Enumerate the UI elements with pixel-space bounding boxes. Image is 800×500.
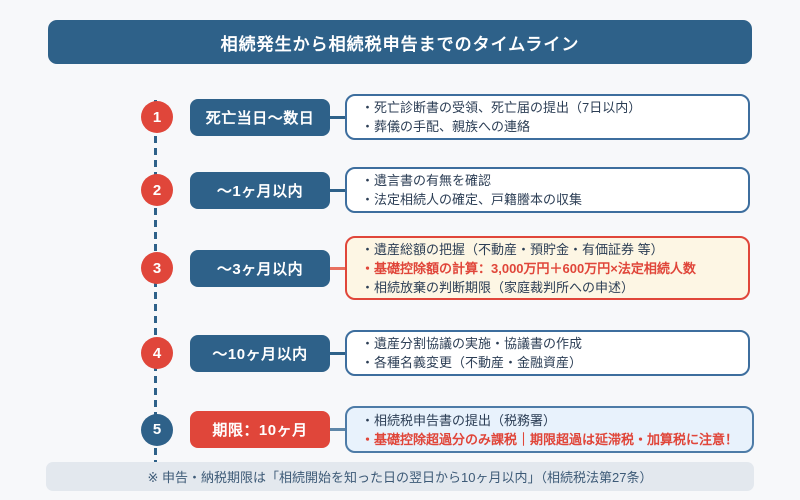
- task-item: ・相続税申告書の提出（税務署）: [361, 412, 557, 428]
- timeline-step-1: 1 死亡当日〜数日 ・死亡診断書の受領、死亡届の提出（7日以内） ・葬儀の手配、…: [141, 94, 750, 140]
- step-5-number-badge: 5: [141, 413, 173, 446]
- timeline-step-3: 3 〜3ヶ月以内 ・遺産総額の把握（不動産・預貯金・有価証券 等） ・基礎控除額…: [141, 236, 750, 300]
- step-1-task-card: ・死亡診断書の受領、死亡届の提出（7日以内） ・葬儀の手配、親族への連絡: [345, 94, 750, 140]
- step-5-period-label: 期限：10ヶ月: [190, 411, 330, 448]
- step-2-task-card: ・遺言書の有無を確認 ・法定相続人の確定、戸籍謄本の収集: [345, 167, 750, 213]
- step-3-connector-line: [330, 266, 345, 270]
- task-item: ・葬儀の手配、親族への連絡: [361, 119, 531, 134]
- task-item: ・相続放棄の判断期限（家庭裁判所への申述）: [361, 279, 635, 295]
- step-4-period-label: 〜10ヶ月以内: [190, 334, 330, 372]
- page-title: 相続発生から相続税申告までのタイムライン: [220, 34, 580, 54]
- step-2-period-label: 〜1ヶ月以内: [190, 171, 330, 209]
- step-2-connector-line: [330, 188, 345, 192]
- step-2-number-badge: 2: [141, 174, 173, 206]
- timeline-step-4: 4 〜10ヶ月以内 ・遺産分割協議の実施・協議書の作成 ・各種名義変更（不動産・…: [141, 330, 750, 376]
- step-3-period-label: 〜3ヶ月以内: [190, 249, 330, 287]
- timeline-dashed-axis: [154, 100, 157, 480]
- step-1-connector-line: [330, 115, 345, 119]
- task-item: ・遺産総額の把握（不動産・預貯金・有価証券 等）: [361, 241, 664, 257]
- step-4-connector-line: [330, 351, 345, 355]
- task-item: ・死亡診断書の受領、死亡届の提出（7日以内）: [361, 100, 642, 115]
- footnote-bar: ※ 申告・納税期限は「相続開始を知った日の翌日から10ヶ月以内」（相続税法第27…: [46, 462, 754, 491]
- task-item: ・遺産分割協議の実施・協議書の作成: [361, 336, 583, 351]
- footnote-text: ※ 申告・納税期限は「相続開始を知った日の翌日から10ヶ月以内」（相続税法第27…: [147, 470, 653, 485]
- timeline-step-2: 2 〜1ヶ月以内 ・遺言書の有無を確認 ・法定相続人の確定、戸籍謄本の収集: [141, 167, 750, 213]
- step-4-number-badge: 4: [141, 337, 173, 369]
- task-item-highlight: ・基礎控除額の計算：3,000万円＋600万円×法定相続人数: [361, 260, 696, 276]
- timeline-step-5: 5 期限：10ヶ月 ・相続税申告書の提出（税務署） ・基礎控除超過分のみ課税｜期…: [141, 406, 755, 453]
- step-3-task-card: ・遺産総額の把握（不動産・預貯金・有価証券 等） ・基礎控除額の計算：3,000…: [345, 236, 750, 300]
- step-3-number-badge: 3: [141, 252, 173, 284]
- step-5-connector-line: [330, 428, 345, 431]
- step-5-task-card: ・相続税申告書の提出（税務署） ・基礎控除超過分のみ課税｜期限超過は延滞税・加算…: [345, 406, 755, 453]
- task-item: ・遺言書の有無を確認: [361, 173, 492, 188]
- task-item-highlight: ・基礎控除超過分のみ課税｜期限超過は延滞税・加算税に注意！: [361, 431, 739, 447]
- page-title-banner: 相続発生から相続税申告までのタイムライン: [48, 20, 752, 64]
- task-item: ・法定相続人の確定、戸籍謄本の収集: [361, 192, 583, 207]
- step-1-period-label: 死亡当日〜数日: [190, 98, 330, 136]
- step-4-task-card: ・遺産分割協議の実施・協議書の作成 ・各種名義変更（不動産・金融資産）: [345, 330, 750, 376]
- step-1-number-badge: 1: [141, 101, 173, 133]
- task-item: ・各種名義変更（不動産・金融資産）: [361, 355, 583, 370]
